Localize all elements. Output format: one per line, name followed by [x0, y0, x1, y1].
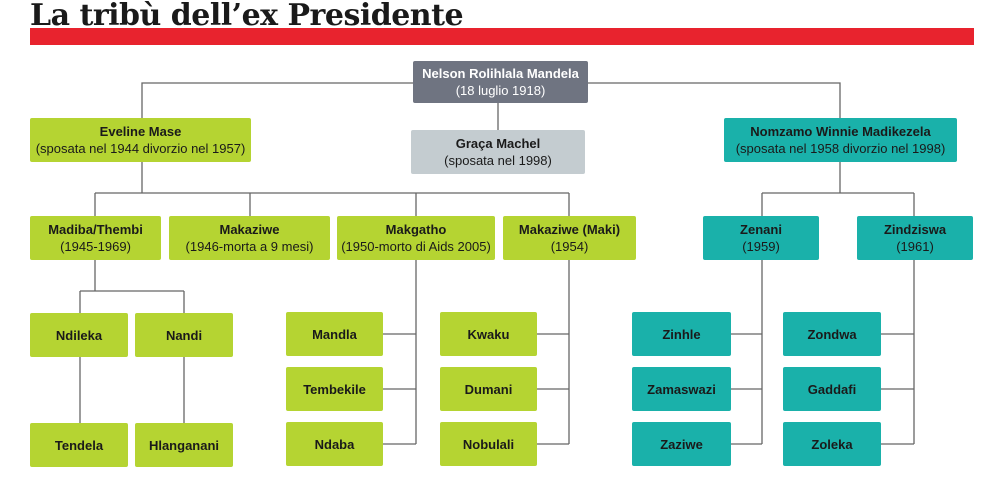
- node-grandchild-zinhle: Zinhle: [632, 312, 731, 356]
- connector-maki-grandchildren: [537, 260, 570, 445]
- page-title: La tribù dell’ex Presidente: [30, 0, 464, 33]
- node-grandchild-ndaba: Ndaba: [286, 422, 383, 466]
- node-grandchild-zoleka: Zoleka: [783, 422, 881, 466]
- node-wife-graca: Graça Machel (sposata nel 1998): [411, 130, 585, 174]
- node-name: Zamaswazi: [647, 381, 716, 397]
- node-name: Nelson Rolihlala Mandela: [422, 66, 579, 81]
- node-grandchild-hlanganani: Hlanganani: [135, 423, 233, 467]
- node-name: Gaddafi: [807, 381, 857, 397]
- node-name: Zindziswa: [883, 222, 947, 237]
- node-name: Mandla: [312, 326, 357, 342]
- node-name: Nandi: [165, 327, 203, 343]
- node-name: Dumani: [464, 381, 513, 397]
- node-child-makaziwe: Makaziwe (1946-morta a 9 mesi): [169, 216, 330, 260]
- node-name: Makaziwe: [219, 222, 280, 237]
- node-name: Zoleka: [811, 436, 853, 452]
- node-detail: (sposata nel 1944 divorzio nel 1957): [35, 141, 246, 156]
- node-name: Hlanganani: [148, 437, 220, 453]
- node-grandchild-nandi: Nandi: [135, 313, 233, 357]
- connector-makgatho-grandchildren: [383, 260, 417, 445]
- node-detail: (sposata nel 1998): [444, 153, 552, 168]
- node-child-zenani: Zenani (1959): [703, 216, 819, 260]
- connector-winnie-children: [761, 162, 915, 216]
- node-grandchild-zondwa: Zondwa: [783, 312, 881, 356]
- node-name: Nomzamo Winnie Madikezela: [750, 124, 931, 139]
- title-underline-bar: [30, 28, 974, 45]
- node-detail: (18 luglio 1918): [455, 83, 546, 98]
- node-grandchild-dumani: Dumani: [440, 367, 537, 411]
- node-name: Zinhle: [662, 326, 701, 342]
- node-name: Tembekile: [303, 381, 366, 397]
- node-grandchild-kwaku: Kwaku: [440, 312, 537, 356]
- node-name: Ndileka: [55, 327, 103, 343]
- connector-zindziswa-grandchildren: [881, 260, 915, 445]
- node-name: Madiba/Thembi: [48, 222, 143, 237]
- node-detail: (1950-morto di Aids 2005): [341, 239, 491, 254]
- node-name: Tendela: [54, 437, 104, 453]
- node-name: Eveline Mase: [99, 124, 182, 139]
- node-name: Zenani: [740, 222, 782, 237]
- node-detail: (1961): [896, 239, 934, 254]
- node-grandchild-ndileka: Ndileka: [30, 313, 128, 357]
- node-name: Graça Machel: [455, 136, 541, 151]
- node-wife-winnie: Nomzamo Winnie Madikezela (sposata nel 1…: [724, 118, 957, 162]
- node-grandchild-tendela: Tendela: [30, 423, 128, 467]
- node-name: Zaziwe: [660, 436, 703, 452]
- node-root: Nelson Rolihlala Mandela (18 luglio 1918…: [413, 61, 588, 103]
- node-detail: (sposata nel 1958 divorzio nel 1998): [735, 141, 946, 156]
- node-name: Zondwa: [807, 326, 857, 342]
- node-child-zindziswa: Zindziswa (1961): [857, 216, 973, 260]
- connector-root-wives: [141, 82, 841, 130]
- node-grandchild-tembekile: Tembekile: [286, 367, 383, 411]
- connector-eveline-children: [94, 162, 570, 216]
- node-name: Nobulali: [462, 436, 515, 452]
- node-grandchild-mandla: Mandla: [286, 312, 383, 356]
- node-wife-eveline: Eveline Mase (sposata nel 1944 divorzio …: [30, 118, 251, 162]
- node-grandchild-zaziwe: Zaziwe: [632, 422, 731, 466]
- node-grandchild-gaddafi: Gaddafi: [783, 367, 881, 411]
- node-name: Kwaku: [467, 326, 510, 342]
- connector-madiba-grandchildren: [79, 260, 185, 423]
- node-grandchild-nobulali: Nobulali: [440, 422, 537, 466]
- connector-zenani-grandchildren: [731, 260, 763, 445]
- node-detail: (1954): [550, 239, 589, 254]
- node-child-madiba: Madiba/Thembi (1945-1969): [30, 216, 161, 260]
- node-detail: (1959): [742, 239, 780, 254]
- node-name: Makaziwe (Maki): [518, 222, 621, 237]
- node-child-maki: Makaziwe (Maki) (1954): [503, 216, 636, 260]
- node-detail: (1946-morta a 9 mesi): [185, 239, 314, 254]
- node-name: Makgatho: [385, 222, 447, 237]
- node-grandchild-zamaswazi: Zamaswazi: [632, 367, 731, 411]
- node-name: Ndaba: [314, 436, 355, 452]
- node-detail: (1945-1969): [60, 239, 131, 254]
- node-child-makgatho: Makgatho (1950-morto di Aids 2005): [337, 216, 495, 260]
